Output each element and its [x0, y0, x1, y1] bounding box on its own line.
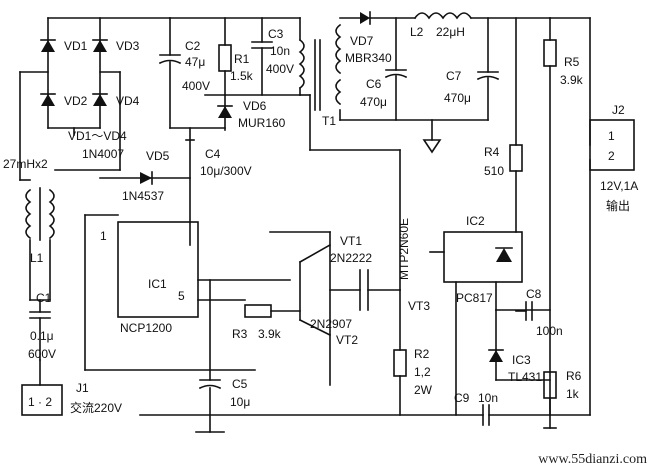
t1-ref: T1 [322, 114, 337, 128]
r2-val: 1,2 [414, 365, 431, 379]
j1-ref: J1 [76, 381, 89, 395]
ic2-ref: IC2 [466, 214, 485, 228]
c1-volt: 600V [28, 347, 57, 361]
r6-ref: R6 [566, 369, 582, 383]
l1-c1-input [19, 169, 121, 416]
l1-val: 27mHx2 [3, 157, 48, 171]
c3-volt: 400V [266, 62, 295, 76]
c9-val: 10n [478, 391, 499, 405]
ic1-pin5: 5 [178, 289, 185, 303]
r4-ic2 [429, 17, 551, 416]
j1-label: 交流220V [70, 401, 123, 415]
ic3-part: TL431 [508, 370, 543, 384]
j2-pin2: 2 [608, 149, 615, 163]
bridge-rectifier [19, 17, 171, 181]
ic2-part: PC817 [456, 291, 493, 305]
c3-ref: C3 [268, 27, 284, 41]
vd7-ref: VD7 [350, 34, 374, 48]
r2-power: 2W [414, 383, 432, 397]
j2-ref: J2 [612, 103, 625, 117]
r2-ref: R2 [414, 347, 430, 361]
c6-val: 470μ [360, 95, 387, 109]
vt3-ref: VT3 [408, 299, 431, 313]
j1-pins: 1 · 2 [28, 395, 53, 409]
j2-label: 输出 [606, 199, 631, 213]
c5-ref: C5 [232, 377, 248, 391]
ic1-ref: IC1 [148, 277, 167, 291]
ic1-part: NCP1200 [120, 321, 173, 335]
t1-transformer [298, 17, 401, 291]
r5-val: 3.9k [560, 73, 583, 87]
c2-cap: 47μ [185, 55, 206, 69]
r1-ref: R1 [234, 52, 250, 66]
ic3-ref: IC3 [512, 353, 531, 367]
vd6-ref: VD6 [243, 99, 267, 113]
c4-ref: C4 [205, 147, 221, 161]
r6-val: 1k [566, 387, 579, 401]
bridge-range-label: VD1～VD4 [68, 129, 127, 143]
j2-pin1: 1 [608, 129, 615, 143]
bridge-part-label: 1N4007 [82, 147, 125, 161]
c2-volt: 400V [182, 79, 211, 93]
l1-ref: L1 [30, 251, 44, 265]
vd2-label: VD2 [64, 94, 88, 108]
vt2-ref: VT2 [336, 333, 359, 347]
c8-val: 100n [536, 324, 563, 338]
vd5-part: 1N4537 [122, 189, 165, 203]
r1-val: 1.5k [230, 69, 253, 83]
vd7-diode [360, 11, 371, 25]
c2-ref: C2 [185, 39, 201, 53]
c7-val: 470μ [444, 91, 471, 105]
vd6-part: MUR160 [238, 116, 286, 130]
c7-ref: C7 [446, 69, 462, 83]
ic2-led [495, 247, 513, 262]
c2-capacitor [158, 17, 182, 129]
l2-val: 22μH [436, 25, 465, 39]
secondary-output [339, 12, 635, 416]
r4-ref: R4 [484, 145, 500, 159]
vt2-part: 2N2907 [310, 317, 353, 331]
vd5-c4-ic1 [84, 127, 301, 433]
l2-ref: L2 [410, 25, 424, 39]
c8-ref: C8 [526, 287, 542, 301]
ic1-pin1: 1 [100, 229, 107, 243]
bridge-diodes [40, 39, 108, 106]
vd4-label: VD4 [116, 94, 140, 108]
c5-val: 10μ [230, 395, 251, 409]
j2-rating: 12V,1A [600, 179, 639, 193]
snubber [169, 17, 301, 131]
bottom-rail [139, 404, 591, 429]
ic3-tl431 [488, 349, 504, 362]
c1-cap: 0.1μ [30, 329, 54, 343]
vd1-label: VD1 [64, 39, 88, 53]
driver-transistors [269, 231, 407, 416]
vd6-diode [217, 105, 233, 118]
r3-ref: R3 [232, 327, 248, 341]
c4-val: 10μ/300V [200, 164, 252, 178]
vd3-label: VD3 [116, 39, 140, 53]
vt3-part: MTP2N60E [397, 217, 411, 280]
vd7-part: MBR340 [345, 51, 392, 65]
vt1-part: 2N2222 [330, 251, 373, 265]
r6-resistor [495, 371, 557, 416]
c8-capacitor [515, 301, 533, 321]
watermark: www.55dianzi.com [538, 452, 647, 467]
vd5-diode [140, 171, 153, 185]
vd5-ref: VD5 [146, 149, 170, 163]
r5-ref: R5 [564, 55, 580, 69]
c3-cap: 10n [270, 44, 291, 58]
c9-ref: C9 [454, 391, 470, 405]
c6-ref: C6 [366, 77, 382, 91]
c1-ref: C1 [36, 291, 52, 305]
r3-val: 3.9k [258, 327, 281, 341]
vt1-ref: VT1 [340, 234, 363, 248]
r4-val: 510 [484, 164, 505, 178]
